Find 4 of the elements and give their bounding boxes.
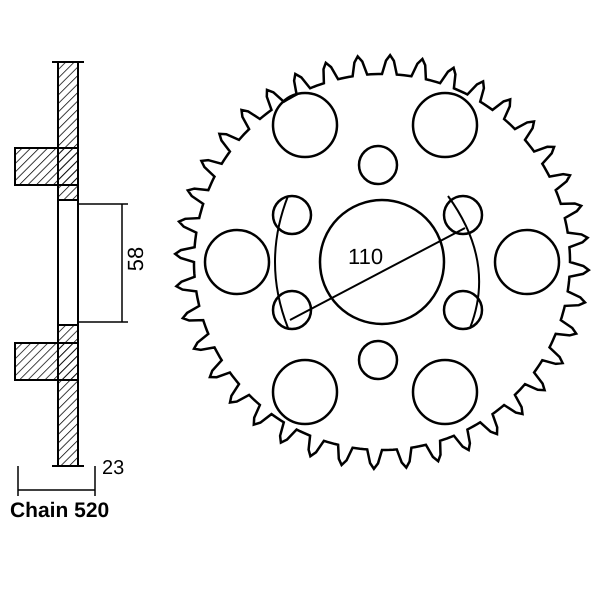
dimension-value: 58	[125, 246, 148, 272]
chain-label: Chain 520	[10, 500, 110, 521]
dimension-value: 110	[348, 246, 384, 268]
dimension-value: 23	[102, 458, 124, 478]
